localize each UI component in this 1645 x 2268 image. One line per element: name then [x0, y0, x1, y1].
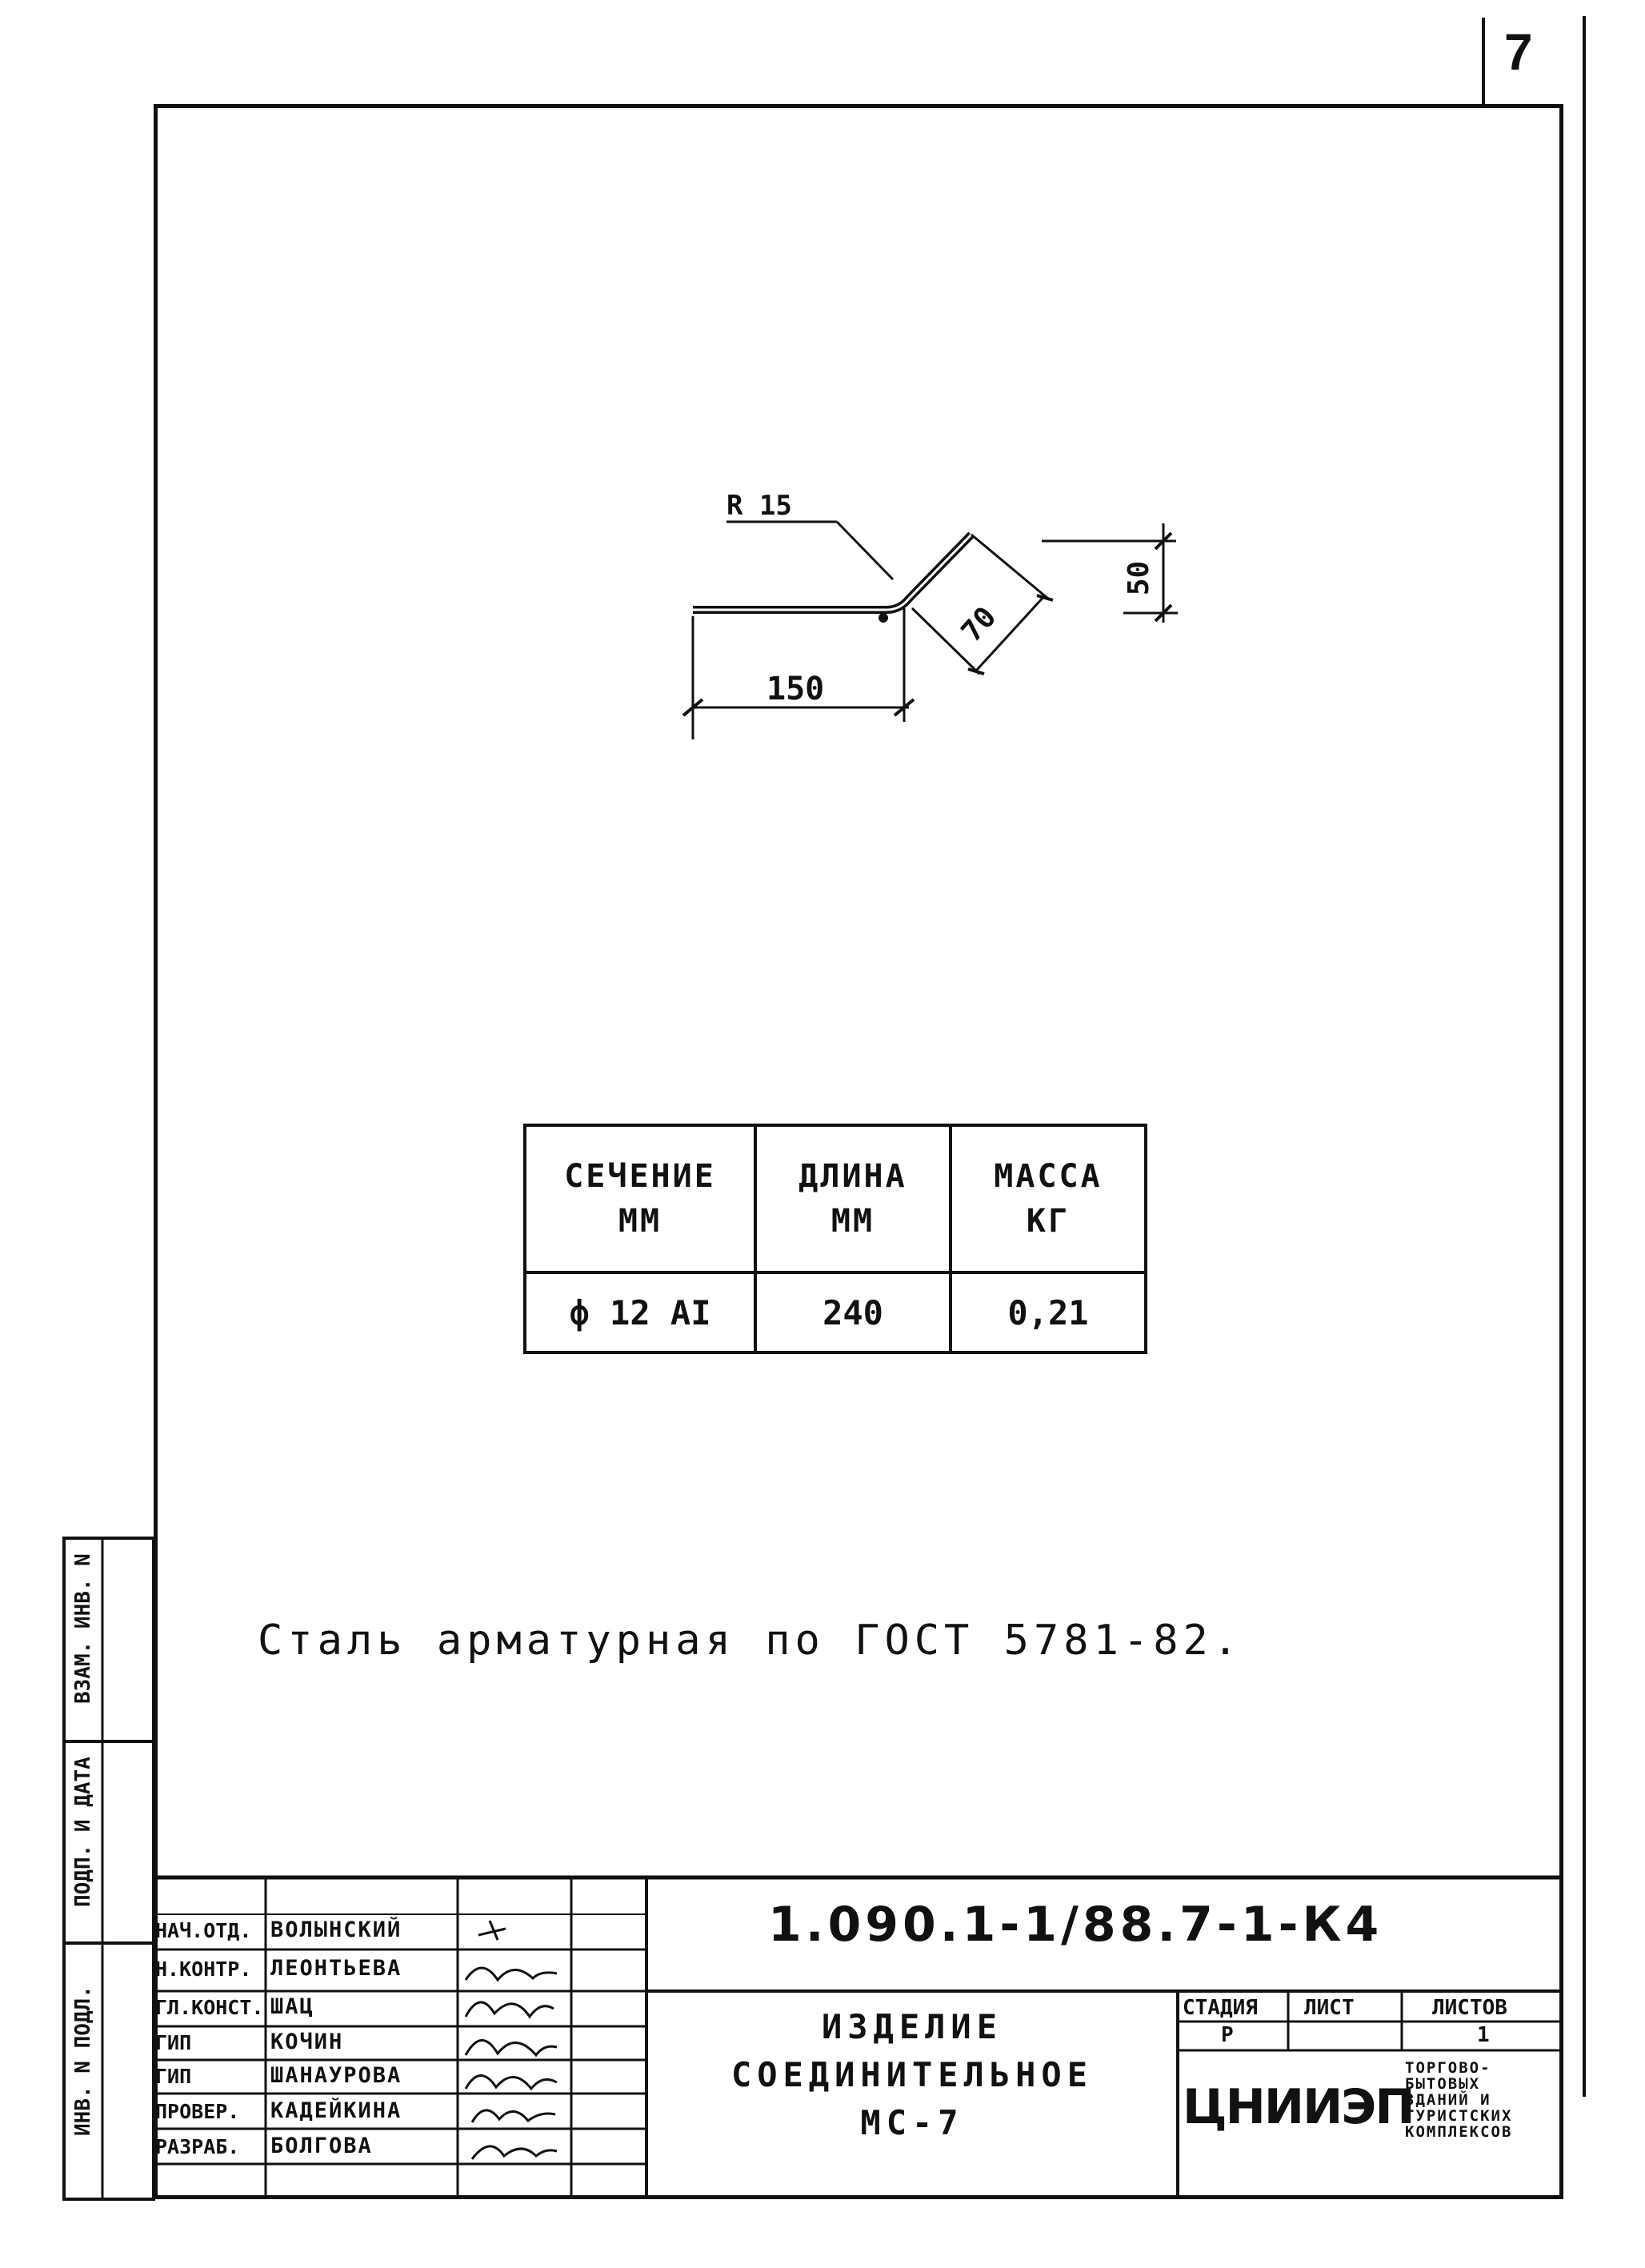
- product-title-line1: ИЗДЕЛИЕ: [821, 2007, 1003, 2046]
- header-section: СЕЧЕНИЕ ММ: [523, 1124, 757, 1274]
- organization-logo: ЦНИИЭП: [1183, 2079, 1415, 2135]
- steel-note: Сталь арматурная по ГОСТ 5781-82.: [258, 1617, 1243, 1665]
- role-label: ПРОВЕР.: [155, 2100, 240, 2123]
- cell-section: ф 12 АI: [523, 1271, 757, 1354]
- product-title-line3: МС-7: [860, 2103, 964, 2142]
- sheet-edge-line: [1583, 16, 1586, 2097]
- sheets-label: ЛИСТОВ: [1432, 1996, 1507, 2020]
- header-length: ДЛИНА ММ: [754, 1124, 952, 1274]
- drawing-frame: [154, 104, 1563, 2199]
- role-label: ГЛ.КОНСТ.: [155, 1996, 264, 2019]
- stage-value: Р: [1221, 2023, 1234, 2047]
- signatory-name: КАДЕЙКИНА: [270, 2098, 402, 2123]
- signatures: [464, 1920, 558, 2160]
- header-mass: МАССА КГ: [949, 1124, 1147, 1274]
- cell-length: 240: [754, 1271, 952, 1354]
- sheet-number-divider: [1482, 18, 1485, 106]
- signatory-name: ШАЦ: [270, 1994, 314, 2019]
- role-label: НАЧ.ОТД.: [155, 1919, 252, 1942]
- dim-label-150: 150: [766, 671, 825, 707]
- sheets-value: 1: [1477, 2023, 1490, 2047]
- signatory-name: КОЧИН: [270, 2030, 344, 2054]
- stage-label: СТАДИЯ: [1183, 1996, 1258, 2020]
- table-header-row: СЕЧЕНИЕ ММ ДЛИНА ММ МАССА КГ: [523, 1124, 1147, 1274]
- role-label: РАЗРАБ.: [155, 2135, 240, 2158]
- product-title-line2: СОЕДИНИТЕЛЬНОЕ: [730, 2055, 1093, 2094]
- signatory-name: БОЛГОВА: [270, 2134, 373, 2158]
- dim-line-70: [975, 594, 1047, 672]
- signatory-name: ВОЛЫНСКИЙ: [270, 1917, 402, 1942]
- role-label: ГИП: [155, 2031, 192, 2054]
- role-label: Н.КОНТР.: [155, 1957, 252, 1981]
- role-label: ГИП: [155, 2065, 192, 2088]
- cell-mass: 0,21: [949, 1271, 1147, 1354]
- sheet-number: 7: [1504, 23, 1533, 81]
- signatory-name: ЛЕОНТЬЕВА: [270, 1956, 402, 1981]
- radius-label: R 15: [726, 490, 792, 522]
- sheet-label: ЛИСТ: [1304, 1996, 1355, 2020]
- organization-subtitle: ТОРГОВО- БЫТОВЫХ ЗДАНИЙ И ТУРИСТСКИХ КОМ…: [1405, 2059, 1513, 2141]
- table-row: ф 12 АI 240 0,21: [523, 1271, 1147, 1354]
- signatory-name: ШАНАУРОВА: [270, 2063, 402, 2088]
- material-table: СЕЧЕНИЕ ММ ДЛИНА ММ МАССА КГ ф 12 АI 240…: [523, 1124, 1147, 1354]
- document-designation: 1.090.1-1/88.7-1-К4: [768, 1897, 1383, 1953]
